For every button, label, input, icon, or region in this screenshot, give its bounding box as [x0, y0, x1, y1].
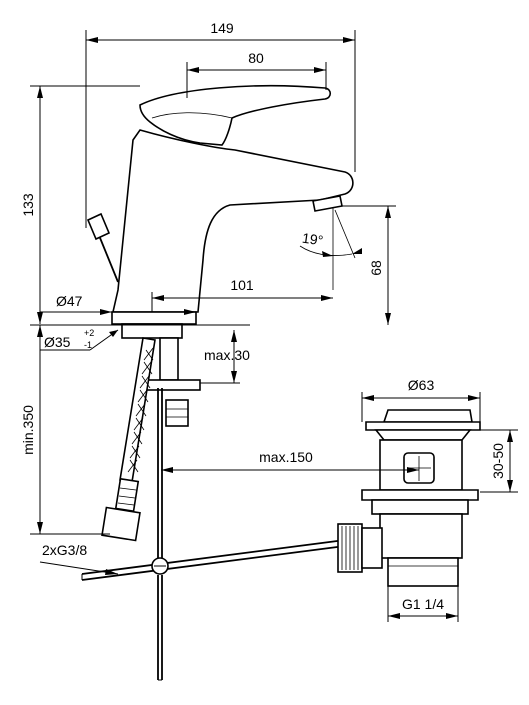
label-waste-distance: max.150	[259, 449, 313, 465]
label-deck-thickness: max.30	[204, 347, 250, 363]
dim-hose-length: min.350	[20, 325, 110, 535]
dim-waste-distance: max.150	[161, 449, 419, 473]
dim-angle: 19°	[299, 208, 362, 290]
dim-connection: 2xG3/8	[39, 542, 119, 575]
label-waste-diameter: Ø63	[408, 377, 435, 393]
label-angle: 19°	[301, 230, 324, 249]
dim-80: 80	[186, 50, 327, 98]
label-spout-projection: 101	[230, 277, 254, 293]
waste-fitting	[337, 409, 481, 587]
dim-base-diameter: Ø47	[40, 293, 196, 315]
dim-waste-adjust: 30-50	[480, 429, 518, 493]
label-height: 133	[20, 193, 36, 217]
underdeck-assembly	[121, 323, 201, 681]
label-total-width: 149	[210, 20, 234, 36]
dim-waste-thread: G1 1/4	[387, 586, 459, 622]
label-waste-thread: G1 1/4	[402, 596, 444, 612]
waste-linkage-rod	[81, 539, 346, 581]
label-hose-length: min.350	[20, 405, 36, 455]
dim-149: 149	[85, 20, 356, 228]
label-hole-tol-upper: +2	[84, 328, 94, 338]
dim-68: 68	[340, 205, 396, 325]
label-spout-reach: 80	[248, 50, 264, 66]
label-spout-height: 68	[368, 260, 384, 276]
dim-101: 101	[151, 277, 333, 312]
label-hole-diameter: Ø35	[44, 334, 71, 350]
label-connection: 2xG3/8	[42, 542, 87, 558]
label-waste-adjust: 30-50	[490, 443, 506, 479]
label-hole-tol-lower: -1	[84, 340, 92, 350]
dim-133: 133	[20, 85, 140, 324]
dim-hole-diameter: Ø35 +2 -1	[30, 324, 250, 351]
label-base-diameter: Ø47	[56, 293, 83, 309]
dim-waste-diameter: Ø63	[361, 377, 481, 422]
dim-deck-thickness: max.30	[200, 330, 250, 384]
braided-hose	[101, 337, 156, 542]
popup-rod	[86, 212, 119, 283]
faucet-body	[111, 84, 354, 325]
